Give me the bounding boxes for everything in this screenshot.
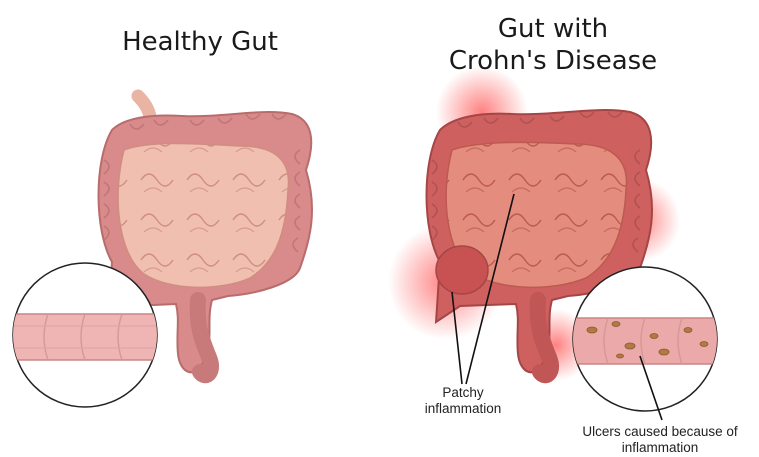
- healthy-gut: [10, 96, 312, 407]
- ulcers-label: Ulcers caused because of inflammation: [560, 424, 759, 456]
- healthy-small-intestine: [118, 144, 288, 288]
- crohns-gut: [388, 66, 720, 420]
- patchy-inflammation-label: Patchy inflammation: [398, 385, 528, 417]
- crohns-cecum: [436, 246, 488, 294]
